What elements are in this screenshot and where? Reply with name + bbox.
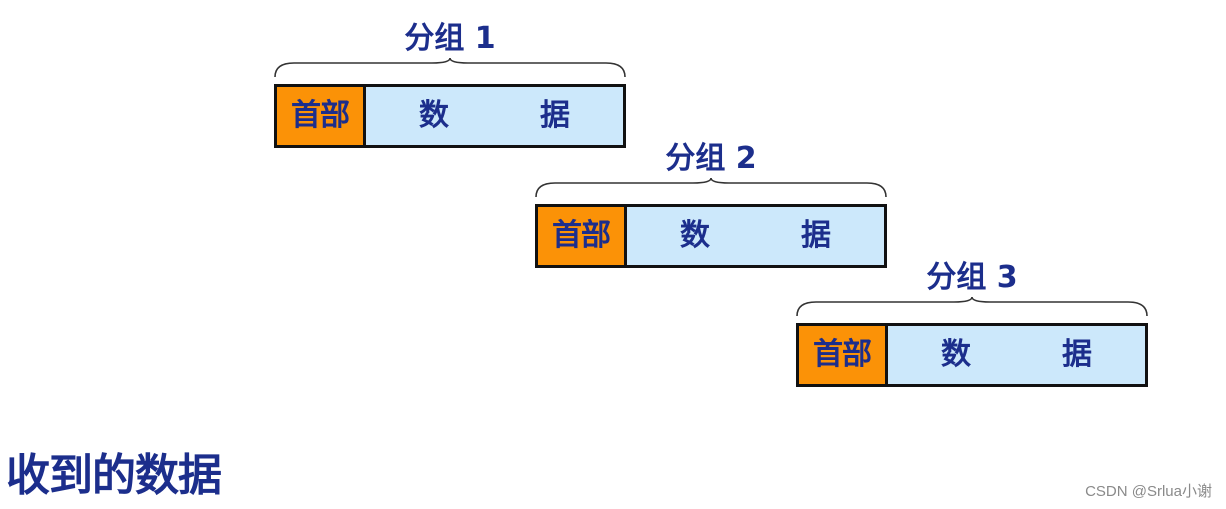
packet-header: 首部	[799, 326, 888, 384]
packet-data-char-2: 据	[540, 98, 570, 133]
group-label: 分组 2	[665, 141, 757, 176]
packet-group-2: 分组 2 首部 数 据	[535, 140, 887, 268]
packet: 首部 数 据	[535, 204, 887, 268]
packet-data: 数 据	[888, 326, 1145, 384]
brace-icon	[796, 296, 1148, 317]
packet: 首部 数 据	[274, 84, 626, 148]
group-label: 分组 3	[926, 260, 1018, 295]
packet-data-char-1: 数	[419, 98, 449, 133]
packet-data: 数 据	[366, 87, 623, 145]
packet-header: 首部	[538, 207, 627, 265]
packet-header: 首部	[277, 87, 366, 145]
packet-data: 数 据	[627, 207, 884, 265]
packet-data-char-2: 据	[801, 218, 831, 253]
packet: 首部 数 据	[796, 323, 1148, 387]
packet-data-char-1: 数	[680, 218, 710, 253]
received-data-caption: 收到的数据	[6, 450, 222, 501]
packet-data-char-1: 数	[941, 337, 971, 372]
packet-group-1: 分组 1 首部 数 据	[274, 20, 626, 148]
group-label: 分组 1	[404, 21, 496, 56]
packet-group-3: 分组 3 首部 数 据	[796, 259, 1148, 387]
brace-icon	[535, 177, 887, 198]
watermark: CSDN @Srlua小谢	[1085, 483, 1212, 500]
brace-icon	[274, 57, 626, 78]
packet-data-char-2: 据	[1062, 337, 1092, 372]
